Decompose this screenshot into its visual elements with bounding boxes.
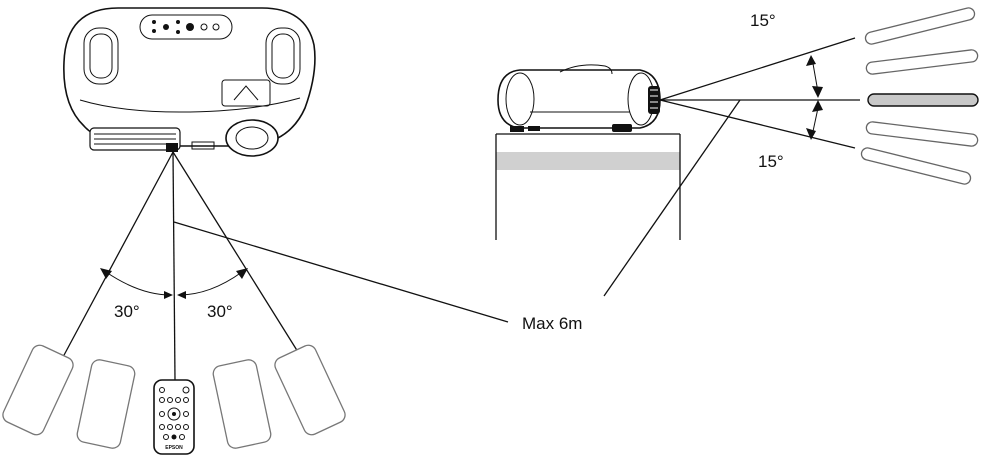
- remote-positions-right: [860, 7, 979, 185]
- remote-positions-left: EPSON: [2, 344, 346, 455]
- side-angle-right-label: 30°: [207, 302, 233, 321]
- remote-brand-label: EPSON: [165, 445, 183, 451]
- remote-bar-active: [867, 93, 979, 107]
- vertical-angle-top-label: 15°: [750, 11, 776, 30]
- side-range-lines: [62, 151, 299, 381]
- side-angle-left-label: 30°: [114, 302, 140, 321]
- vertical-angle-arrows: [806, 55, 823, 140]
- projector-top-view-icon: [63, 7, 316, 157]
- table: [495, 133, 681, 240]
- distance-leader-lines: [173, 99, 741, 323]
- remote-control-icon: EPSON: [153, 379, 195, 455]
- vertical-range-lines: [659, 37, 860, 149]
- max-distance-label: Max 6m: [522, 314, 583, 333]
- projector-side-view-icon: [497, 64, 661, 132]
- vertical-angle-bottom-label: 15°: [758, 152, 784, 171]
- side-angle-arcs: [100, 268, 248, 299]
